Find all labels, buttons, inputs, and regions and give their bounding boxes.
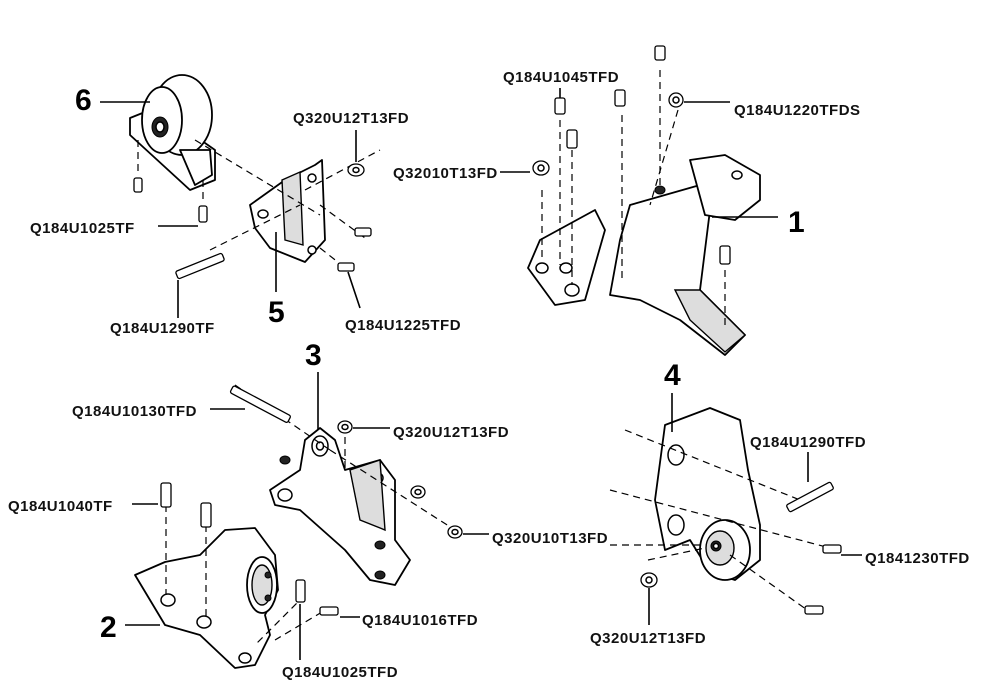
svg-text:5: 5	[268, 296, 285, 329]
svg-text:Q184U1025TF: Q184U1025TF	[30, 220, 135, 237]
part-label-q320u12t13fd-top: Q320U12T13FD	[293, 110, 409, 162]
svg-text:Q184U1290TF: Q184U1290TF	[110, 320, 215, 337]
svg-text:Q184U1290TFD: Q184U1290TFD	[750, 434, 866, 451]
part-label-q184u1225tfd: Q184U1225TFD	[345, 271, 461, 334]
nut-icon	[640, 572, 658, 588]
axis-lines-4	[609, 429, 831, 613]
svg-text:Q320U10T13FD: Q320U10T13FD	[492, 530, 608, 547]
part-label-q184u1220tfds: Q184U1220TFDS	[684, 101, 861, 119]
part-label-q320u10t13fd: Q320U10T13FD	[463, 530, 608, 547]
svg-text:Q184U10130TFD: Q184U10130TFD	[72, 403, 197, 420]
svg-text:Q184U1016TFD: Q184U1016TFD	[362, 612, 478, 629]
part-label-q184u1025tf: Q184U1025TF	[30, 220, 198, 237]
svg-text:1: 1	[788, 206, 805, 239]
part-label-q184u1025tfd: Q184U1025TFD	[282, 604, 398, 681]
svg-text:Q1841230TFD: Q1841230TFD	[865, 550, 970, 567]
bolt-icon	[554, 45, 731, 265]
callout-6: 6	[75, 84, 150, 117]
callout-2: 2	[100, 611, 160, 644]
svg-text:2: 2	[100, 611, 117, 644]
part-label-q1841230tfd: Q1841230TFD	[841, 550, 970, 567]
svg-text:Q184U1045TFD: Q184U1045TFD	[503, 69, 619, 86]
svg-text:6: 6	[75, 84, 92, 117]
callout-1: 1	[712, 206, 805, 239]
bolt-icon	[229, 385, 291, 423]
nut-icon	[337, 420, 463, 539]
svg-text:4: 4	[664, 359, 681, 392]
axis-lines-3	[234, 384, 456, 531]
svg-text:Q320U12T13FD: Q320U12T13FD	[590, 630, 706, 647]
part-4-engine-mount	[654, 407, 761, 581]
svg-text:Q184U1025TFD: Q184U1025TFD	[282, 664, 398, 681]
part-label-q184u1045tfd: Q184U1045TFD	[503, 69, 619, 98]
part-6-engine-mount	[129, 74, 216, 191]
svg-text:Q184U1225TFD: Q184U1225TFD	[345, 317, 461, 334]
svg-text:Q320U12T13FD: Q320U12T13FD	[293, 110, 409, 127]
bolt-icon	[175, 227, 372, 280]
part-label-q32010t13fd: Q32010T13FD	[393, 165, 530, 182]
svg-text:Q184U1040TF: Q184U1040TF	[8, 498, 113, 515]
part-label-q320u12t13fd-mid: Q320U12T13FD	[353, 424, 509, 441]
part-label-q320u12t13fd-bot: Q320U12T13FD	[590, 588, 706, 647]
nut-icon	[532, 92, 684, 176]
bolt-icon	[786, 481, 842, 615]
svg-text:Q32010T13FD: Q32010T13FD	[393, 165, 498, 182]
callout-5: 5	[268, 232, 285, 329]
nut-icon	[347, 163, 365, 177]
part-label-q184u1040tf: Q184U1040TF	[8, 498, 158, 515]
bolt-icon	[160, 482, 339, 616]
part-label-q184u10130tfd: Q184U10130TFD	[72, 403, 245, 420]
part-label-q184u1290tf: Q184U1290TF	[110, 280, 215, 337]
axis-lines-1	[541, 70, 726, 330]
part-3-bracket	[269, 427, 411, 586]
axis-lines-2	[165, 505, 323, 646]
callout-3: 3	[305, 339, 322, 430]
callout-4: 4	[664, 359, 681, 432]
part-1-engine-mount	[527, 154, 761, 356]
svg-text:Q320U12T13FD: Q320U12T13FD	[393, 424, 509, 441]
bolt-icon	[133, 140, 208, 223]
svg-text:Q184U1220TFDS: Q184U1220TFDS	[734, 102, 861, 119]
svg-text:3: 3	[305, 339, 322, 372]
part-label-q184u1290tfd: Q184U1290TFD	[750, 434, 866, 482]
part-label-q184u1016tfd: Q184U1016TFD	[340, 612, 478, 629]
